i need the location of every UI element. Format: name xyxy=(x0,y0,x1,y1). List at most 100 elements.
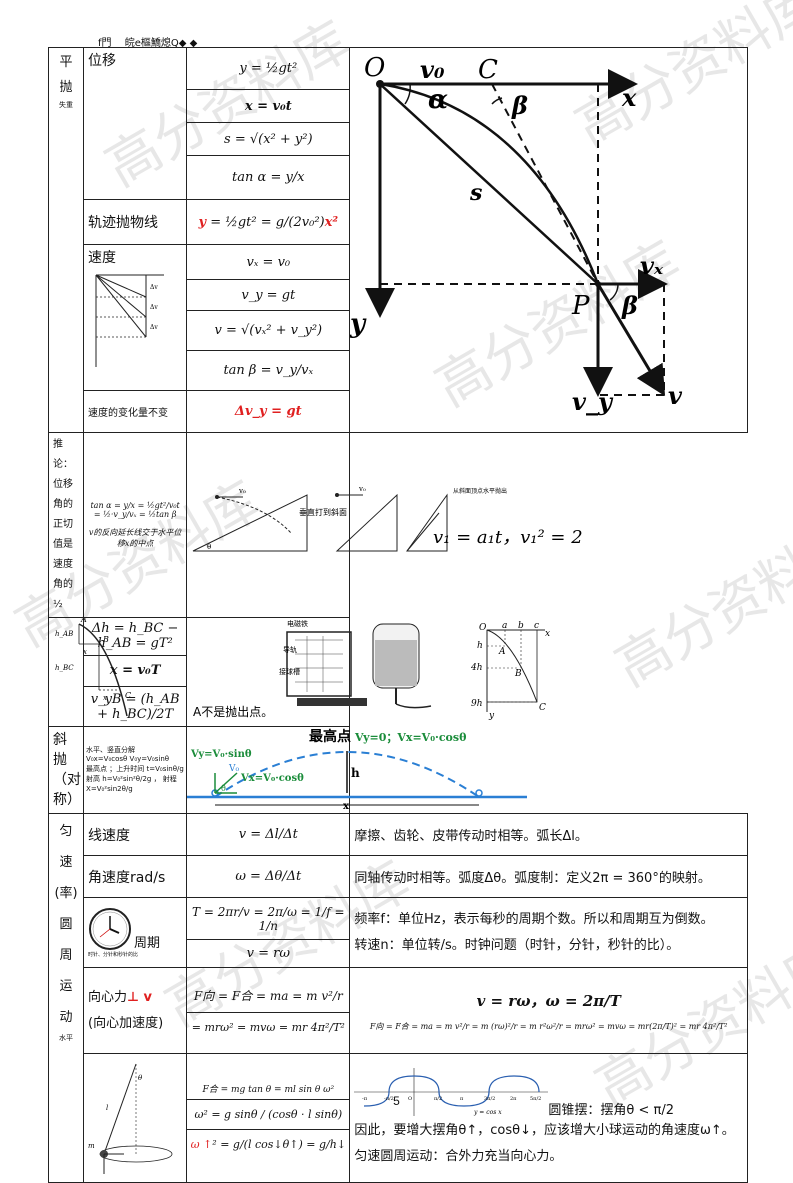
incline-diagrams: v₀ θ v₀ 垂直打到斜面 从斜面顶点水平抛出 v₁ = a₁t，v₁² = … xyxy=(192,485,612,552)
oblique-notes: 水平、竖直分解 V₀x=V₀cosθ V₀y=V₀sinθ 最高点 ；上升时间 … xyxy=(83,726,188,814)
formula-conical-1: F合 = mg tan θ = ml sin θ ω² xyxy=(187,1078,350,1100)
formula-centripetal-cell: F向 = F合 = ma = m v²/r = mrω² = mvω = mr … xyxy=(186,967,351,1054)
svg-text:Vy=V₀·sinθ: Vy=V₀·sinθ xyxy=(190,749,252,760)
svg-text:O: O xyxy=(479,623,487,633)
section-title: 平抛 xyxy=(59,55,73,95)
inference-diagram-cell: v₀ θ v₀ 垂直打到斜面 从斜面顶点水平抛出 v₁ = a₁t，v₁² = … xyxy=(186,432,612,618)
svg-text:c: c xyxy=(534,621,539,631)
svg-text:Δv: Δv xyxy=(150,324,158,331)
formula-x: x = v₀t xyxy=(186,89,351,123)
conical-label: 圆锥摆：摆角θ < π/2 xyxy=(548,1103,674,1118)
formula-linear-speed: v = Δl/Δt xyxy=(186,813,351,856)
v-arrow xyxy=(597,283,666,397)
svg-text:y = cos x: y = cos x xyxy=(473,1109,502,1116)
label-O: O xyxy=(364,53,385,83)
label-y: y xyxy=(350,309,367,339)
svg-text:最高点: 最高点 xyxy=(309,728,351,745)
formula-conical-3: ω ↑² = g/(l cos↓θ↑) = g/h↓ xyxy=(190,1137,346,1151)
row-label-oblique: 斜抛（对称） xyxy=(47,726,85,814)
formula-v-rw: v = rω xyxy=(246,945,290,961)
formula-y: y = ½gt² xyxy=(186,47,351,90)
centripetal-right: v = rω，ω = 2π/T F向 = F合 = ma = m v²/r = … xyxy=(349,967,748,1054)
row-label-trajectory: 轨迹抛物线 xyxy=(83,199,188,245)
svg-text:h_BC: h_BC xyxy=(55,664,74,672)
inference-formula-cell: tan α = y/x = ½gt²/v₀t = ½·v_y/vₓ = ½tan… xyxy=(83,432,188,618)
page-number: 5 xyxy=(393,1094,400,1108)
svg-text:π/2: π/2 xyxy=(434,1096,442,1102)
formula-period-cell: T = 2πr/v = 2π/ω = 1/f = 1/n v = rω xyxy=(186,897,351,968)
projectile-diagram-cell: O v₀ C α β x s y P vₓ β v_y v xyxy=(349,47,748,433)
label-vy: v_y xyxy=(572,387,614,416)
svg-text:θ: θ xyxy=(207,543,211,551)
row-label-angular-speed: 角速度rad/s xyxy=(83,855,188,898)
trajectory-curve xyxy=(380,82,600,285)
oblique-diagram-cell: 最高点 Vy=0；Vx=V₀·cosθ Vy=V₀·sinθ Vx=V₀·cos… xyxy=(186,726,528,814)
section-sub: 失重 xyxy=(59,101,74,109)
svg-text:从斜面顶点水平抛出: 从斜面顶点水平抛出 xyxy=(453,487,507,495)
svg-text:x: x xyxy=(83,648,87,656)
svg-text:V₀: V₀ xyxy=(228,764,239,774)
row-label-displacement: 位移 xyxy=(83,47,188,200)
section-circular: 匀速(率)圆周运动 水平 xyxy=(47,813,85,1183)
angular-speed-desc: 同轴传动时相等。弧度Δθ。弧度制：定义2π = 360°的映射。 xyxy=(349,855,748,898)
svg-text:A: A xyxy=(498,647,506,657)
svg-text:2π: 2π xyxy=(510,1096,517,1102)
formula-vy: v_y = gt xyxy=(186,279,351,311)
svg-text:9h: 9h xyxy=(471,699,483,709)
formula-vyb: v_yB = (h_AB + h_BC)/2T xyxy=(83,686,188,727)
section-projectile: 平抛 失重 xyxy=(47,47,85,433)
formula-centripetal: F向 = F合 = ma = m v²/r xyxy=(187,979,350,1013)
displacement-line xyxy=(379,83,600,285)
not-origin-note: A不是抛出点。 xyxy=(193,704,273,719)
label-C: C xyxy=(478,55,498,85)
oblique-diagram: 最高点 Vy=0；Vx=V₀·cosθ Vy=V₀·sinθ Vx=V₀·cos… xyxy=(187,728,528,812)
svg-text:接球槽: 接球槽 xyxy=(279,667,300,676)
inference-note: v的反向延长线交于水平位移x的中点 xyxy=(88,528,182,548)
formula-angular-speed: ω = Δθ/Δt xyxy=(186,855,351,898)
label-alpha: α xyxy=(428,85,448,115)
formula-vx: vₓ = v₀ xyxy=(186,244,351,280)
label-P: P xyxy=(571,291,590,321)
inference-formula: tan α = y/x = ½gt²/v₀t = ½·v_y/vₓ = ½tan… xyxy=(90,501,180,519)
experiment-diagram: 电磁铁 导轨 接球槽 O a b c x xyxy=(193,619,550,721)
formula-v: v = √(vₓ² + v_y²) xyxy=(186,310,351,351)
svg-text:Δv: Δv xyxy=(150,304,158,311)
label-beta2: β xyxy=(621,291,638,320)
svg-text:-π/2: -π/2 xyxy=(384,1096,394,1102)
svg-text:电磁铁: 电磁铁 xyxy=(287,619,308,628)
formula-tan-beta: tan β = v_y/vₓ xyxy=(186,350,351,391)
row-label-centripetal: 向心力⊥ v (向心加速度) xyxy=(83,967,188,1054)
label-v: v xyxy=(668,381,683,410)
svg-text:h: h xyxy=(351,766,360,780)
formula-trajectory: y = ½gt² = g/(2v₀²)x² xyxy=(186,199,351,245)
row-label-linear-speed: 线速度 xyxy=(83,813,188,856)
page-header: f門 皖e樞鱎熄Q◆ ◆ xyxy=(98,38,198,49)
formula-period: T = 2πr/v = 2π/ω = 1/f = 1/n xyxy=(187,899,350,940)
formula-velocity-change: Δv_y = gt xyxy=(186,390,351,433)
formula-conical-cell: F合 = mg tan θ = ml sin θ ω² ω² = g sinθ … xyxy=(186,1053,351,1183)
svg-text:m: m xyxy=(88,1142,95,1150)
row-label-period: 周期 时针、分针和秒针的比 xyxy=(83,897,188,968)
linear-speed-desc: 摩擦、齿轮、皮带传动时相等。弧长Δl。 xyxy=(349,813,748,856)
interval-right-cell: 电磁铁 导轨 接球槽 O a b c x xyxy=(186,617,550,727)
svg-text:5π/2: 5π/2 xyxy=(530,1096,541,1102)
svg-text:θ: θ xyxy=(221,784,226,793)
label-v0: v₀ xyxy=(420,55,445,84)
incline-formula: v₁ = a₁t，v₁² = 2a₁d xyxy=(433,527,583,548)
svg-text:x: x xyxy=(545,629,550,639)
label-s: s xyxy=(469,180,482,206)
label-vx: vₓ xyxy=(640,251,664,280)
row-label-inference: 推论：位移角的正切值是速度角的½ xyxy=(47,432,85,618)
svg-text:y: y xyxy=(488,711,495,721)
svg-text:a: a xyxy=(502,621,507,631)
svg-text:A: A xyxy=(80,618,87,624)
svg-text:导轨: 导轨 xyxy=(283,645,297,654)
svg-text:θ: θ xyxy=(138,1074,143,1082)
label-x: x xyxy=(621,83,637,112)
incline-label: 垂直打到斜面 xyxy=(299,507,347,517)
formula-centripetal-2: = mrω² = mvω = mr 4π²/T² xyxy=(191,1021,345,1034)
formula-tan-alpha: tan α = y/x xyxy=(186,155,351,200)
formula-delta-h: Δh = h_BC − h_AB = gT² xyxy=(83,617,188,656)
cosine-graph: y = cos x -π -π/2 O π/2 π 3π/2 2π 5π/2 xyxy=(354,1068,549,1116)
svg-text:3π/2: 3π/2 xyxy=(484,1096,495,1102)
